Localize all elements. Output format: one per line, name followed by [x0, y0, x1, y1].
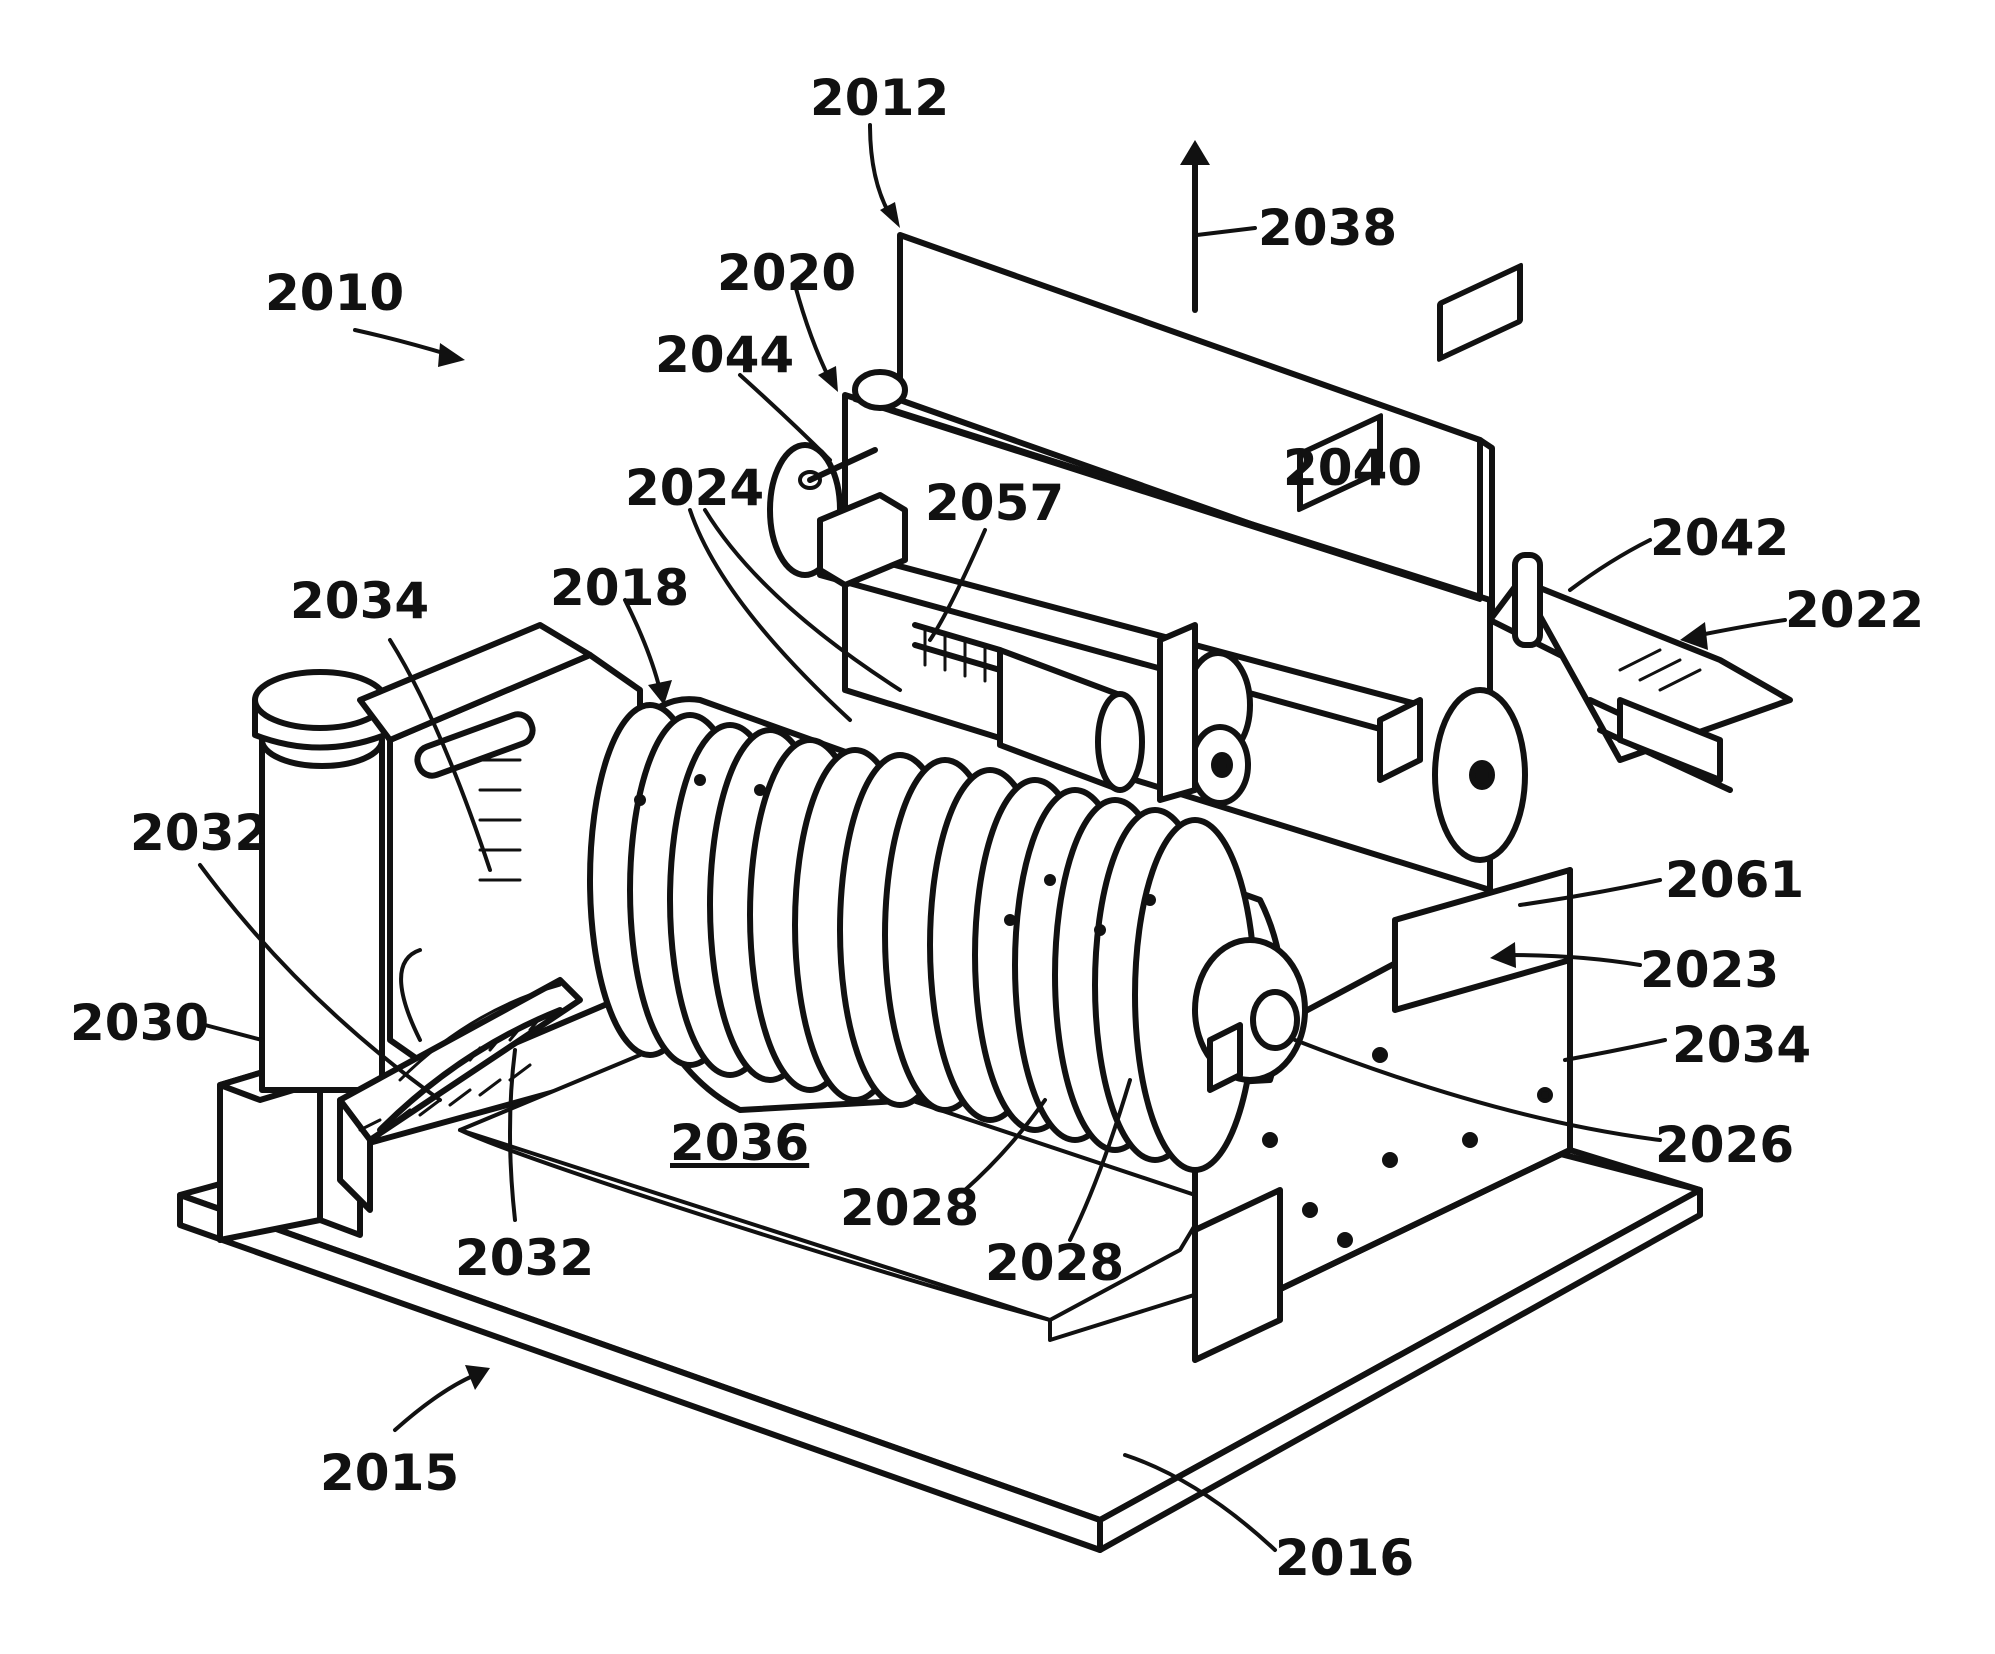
- label-2026: 2026: [1655, 1116, 1794, 1174]
- label-2018: 2018: [550, 559, 689, 617]
- label-2044: 2044: [655, 326, 794, 384]
- right-guide-2022: [1490, 555, 1790, 790]
- label-2057: 2057: [925, 474, 1064, 532]
- label-2038: 2038: [1258, 199, 1397, 257]
- label-2034-top: 2034: [290, 572, 429, 630]
- label-2032-bottom: 2032: [455, 1229, 594, 1287]
- label-2061: 2061: [1665, 851, 1804, 909]
- label-2024: 2024: [625, 459, 764, 517]
- label-2028-right: 2028: [985, 1234, 1124, 1292]
- label-2032-top: 2032: [130, 804, 269, 862]
- label-2042: 2042: [1650, 509, 1789, 567]
- label-2028-left: 2028: [840, 1179, 979, 1237]
- label-2034-right: 2034: [1672, 1016, 1811, 1074]
- label-2016: 2016: [1275, 1529, 1414, 1587]
- label-2036: 2036: [670, 1114, 809, 1172]
- label-2010: 2010: [265, 264, 404, 322]
- label-2040: 2040: [1283, 439, 1422, 497]
- label-2015: 2015: [320, 1444, 459, 1502]
- label-2022: 2022: [1785, 581, 1924, 639]
- label-2012: 2012: [810, 69, 949, 127]
- label-2023: 2023: [1640, 941, 1779, 999]
- label-2020: 2020: [717, 244, 856, 302]
- label-2030: 2030: [70, 994, 209, 1052]
